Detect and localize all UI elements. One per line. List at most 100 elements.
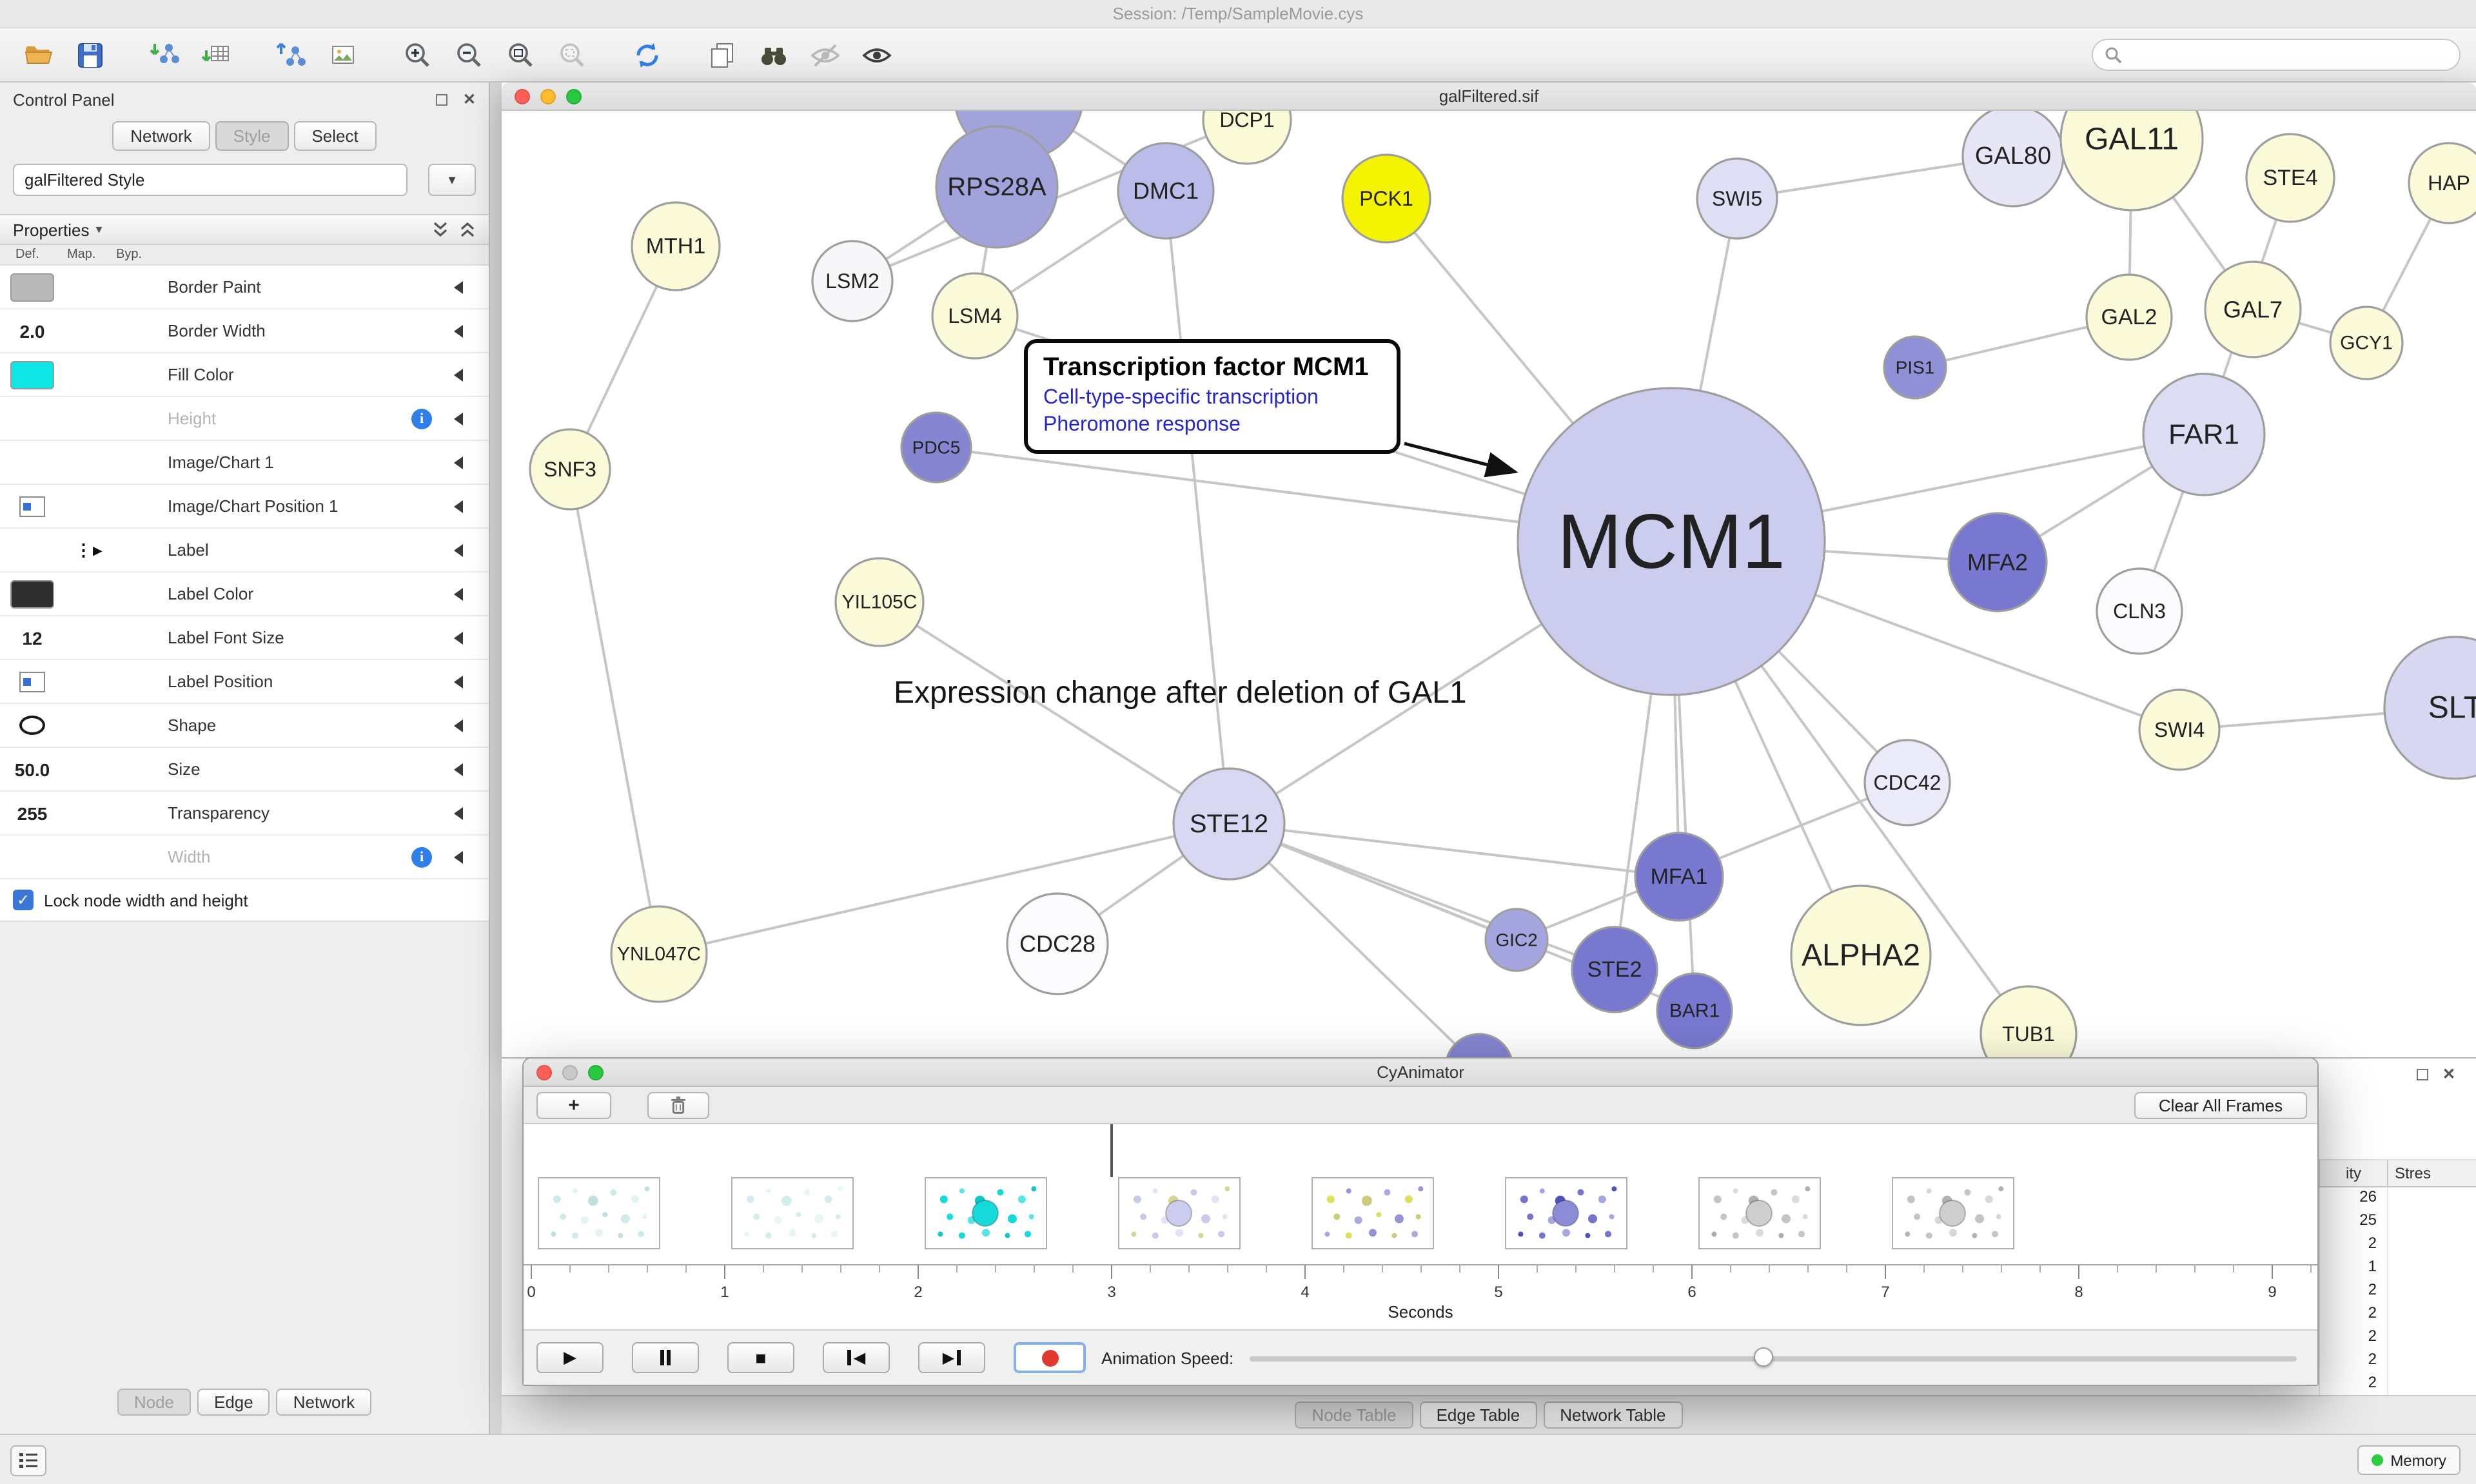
- network-node-tub1[interactable]: [1980, 985, 2078, 1057]
- network-node-alpha2[interactable]: [1790, 884, 1932, 1026]
- expand-row-icon[interactable]: [454, 368, 463, 381]
- table-row[interactable]: 2: [2319, 1327, 2476, 1350]
- network-node-gal11[interactable]: [2059, 111, 2204, 211]
- zoom-animator-button[interactable]: [588, 1064, 604, 1080]
- network-node-gal2[interactable]: [2085, 273, 2173, 361]
- go-to-end-button[interactable]: ▶: [918, 1342, 985, 1373]
- table-row[interactable]: 2: [2319, 1303, 2476, 1327]
- network-node-hap4[interactable]: [2408, 142, 2476, 224]
- default-value-cell[interactable]: [0, 529, 64, 571]
- network-node-pdc5[interactable]: [900, 411, 972, 483]
- network-node-ste12[interactable]: [1172, 767, 1286, 881]
- close-table-panel-icon[interactable]: ✕: [2442, 1065, 2455, 1083]
- mapping-cell[interactable]: [64, 616, 113, 659]
- frame-thumbnail-5[interactable]: [1505, 1177, 1627, 1249]
- clear-all-frames-button[interactable]: Clear All Frames: [2134, 1092, 2307, 1119]
- mapping-cell[interactable]: [64, 660, 113, 703]
- slider-thumb[interactable]: [1753, 1347, 1773, 1367]
- network-node-gic2[interactable]: [1484, 908, 1549, 972]
- annotation-box[interactable]: Transcription factor MCM1 Cell-type-spec…: [1024, 339, 1400, 454]
- frame-thumbnail-2[interactable]: [925, 1177, 1047, 1249]
- network-node-gcy1[interactable]: [2329, 306, 2404, 380]
- frame-thumbnail-3[interactable]: [1118, 1177, 1241, 1249]
- expand-row-icon[interactable]: [454, 500, 463, 513]
- default-value-cell[interactable]: [0, 660, 64, 703]
- refresh-view-button[interactable]: [624, 33, 671, 77]
- float-table-panel-icon[interactable]: [2416, 1068, 2428, 1080]
- mapping-cell[interactable]: [64, 485, 113, 527]
- expand-row-icon[interactable]: [454, 412, 463, 425]
- show-graphics-button[interactable]: [854, 33, 900, 77]
- delete-frame-button[interactable]: [647, 1091, 709, 1118]
- mapping-cell[interactable]: [64, 835, 113, 878]
- network-node-pis1[interactable]: [1883, 335, 1947, 400]
- frame-thumbnail-1[interactable]: [731, 1177, 854, 1249]
- annotation-link-2[interactable]: Pheromone response: [1043, 414, 1241, 436]
- style-options-button[interactable]: ▾: [428, 164, 476, 196]
- expand-row-icon[interactable]: [454, 543, 463, 556]
- minimize-window-button[interactable]: [540, 88, 556, 104]
- mapping-cell[interactable]: [64, 397, 113, 440]
- network-node-ynl047c[interactable]: [610, 905, 708, 1003]
- default-value-cell[interactable]: [0, 441, 64, 483]
- property-row-label-position[interactable]: Label Position: [0, 660, 489, 704]
- network-node-lsm2[interactable]: [811, 240, 894, 322]
- network-node-far1[interactable]: [2142, 373, 2266, 496]
- tab-style[interactable]: Style: [215, 121, 289, 151]
- default-value-cell[interactable]: [0, 572, 64, 615]
- network-node-cdc28[interactable]: [1006, 892, 1109, 995]
- network-node-yil105c[interactable]: [834, 557, 925, 647]
- network-node-unk1[interactable]: [1446, 1033, 1513, 1057]
- network-node-gal7[interactable]: [2204, 260, 2302, 358]
- frame-thumbnail-6[interactable]: [1698, 1177, 1821, 1249]
- mapping-cell[interactable]: [64, 704, 113, 747]
- network-node-ste4[interactable]: [2245, 133, 2335, 223]
- import-network-button[interactable]: [142, 33, 188, 77]
- network-window-titlebar[interactable]: galFiltered.sif: [502, 83, 2476, 111]
- search-box[interactable]: [2092, 39, 2461, 71]
- go-to-start-button[interactable]: ◀: [823, 1342, 890, 1373]
- bypass-cell[interactable]: [113, 748, 160, 790]
- collapse-all-icon[interactable]: [459, 220, 476, 239]
- mapping-cell[interactable]: [64, 572, 113, 615]
- property-row-border-paint[interactable]: Border Paint: [0, 266, 489, 309]
- expand-row-icon[interactable]: [454, 456, 463, 469]
- mapping-cell[interactable]: [64, 748, 113, 790]
- network-node-pck1[interactable]: [1341, 153, 1431, 244]
- column-header-ity[interactable]: ity: [2319, 1160, 2387, 1186]
- frame-thumbnail-7[interactable]: [1892, 1177, 2014, 1249]
- mapping-cell[interactable]: [64, 441, 113, 483]
- close-window-button[interactable]: [515, 88, 530, 104]
- zoom-fit-button[interactable]: [498, 33, 544, 77]
- slider-track[interactable]: [1249, 1356, 2297, 1362]
- network-node-lsm4[interactable]: [931, 272, 1019, 360]
- bypass-cell[interactable]: [113, 660, 160, 703]
- expand-row-icon[interactable]: [454, 587, 463, 600]
- zoom-selected-button[interactable]: [549, 33, 596, 77]
- table-row[interactable]: 2: [2319, 1350, 2476, 1373]
- zoom-out-button[interactable]: [446, 33, 493, 77]
- lock-size-row[interactable]: ✓ Lock node width and height: [0, 879, 489, 922]
- bypass-cell[interactable]: [113, 441, 160, 483]
- annotation-link-1[interactable]: Cell-type-specific transcription: [1043, 387, 1319, 409]
- info-icon[interactable]: i: [411, 408, 432, 429]
- column-header-stress[interactable]: Stres: [2387, 1160, 2476, 1186]
- mapping-cell[interactable]: [64, 792, 113, 834]
- tab-edge[interactable]: Edge: [197, 1389, 270, 1416]
- property-row-fill-color[interactable]: Fill Color: [0, 353, 489, 397]
- find-button[interactable]: [751, 33, 797, 77]
- bypass-cell[interactable]: [113, 616, 160, 659]
- tab-node[interactable]: Node: [117, 1389, 191, 1416]
- bypass-cell[interactable]: [113, 309, 160, 352]
- close-animator-button[interactable]: [536, 1064, 552, 1080]
- property-row-image-chart-position-1[interactable]: Image/Chart Position 1: [0, 485, 489, 529]
- bypass-cell[interactable]: [113, 835, 160, 878]
- table-row[interactable]: 26: [2319, 1187, 2476, 1211]
- zoom-window-button[interactable]: [566, 88, 582, 104]
- export-network-button[interactable]: [268, 33, 315, 77]
- network-node-slt2[interactable]: [2383, 636, 2476, 780]
